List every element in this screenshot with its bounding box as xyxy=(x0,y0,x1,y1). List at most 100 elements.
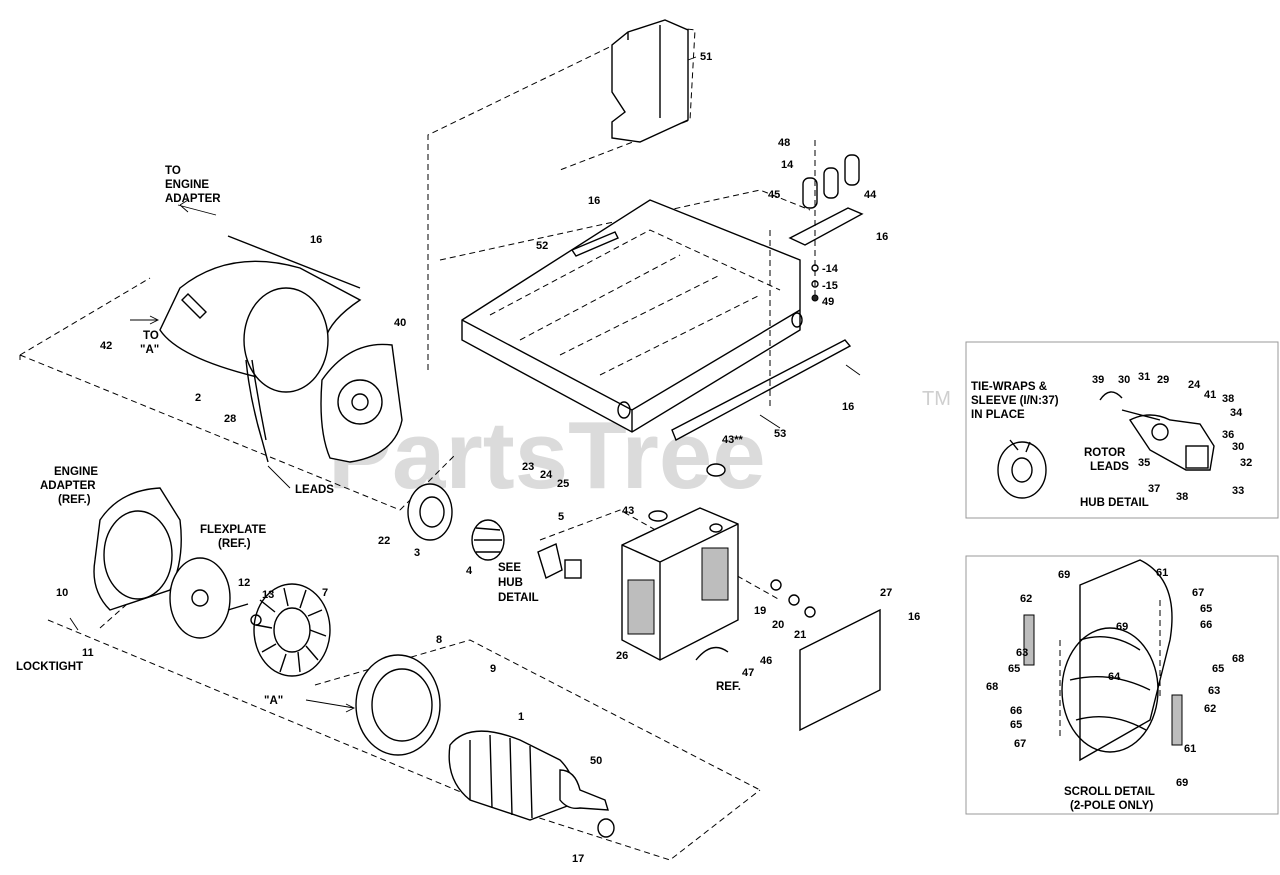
label-16c: 16 xyxy=(310,234,322,246)
svg-text:24: 24 xyxy=(1188,379,1201,391)
part-7-fan xyxy=(253,583,331,677)
label-19: 19 xyxy=(754,605,766,617)
callout-flexplate-ref: FLEXPLATE (REF.) xyxy=(200,524,267,550)
svg-text:(2-POLE ONLY): (2-POLE ONLY) xyxy=(1070,800,1153,812)
svg-text:67: 67 xyxy=(1014,738,1026,750)
callout-a-marker: "A" xyxy=(264,695,283,707)
svg-text:38: 38 xyxy=(1222,393,1234,405)
part-43ss-grommet xyxy=(706,463,726,477)
label-7: 7 xyxy=(322,587,328,599)
part-27-panel xyxy=(799,608,881,732)
svg-text:31: 31 xyxy=(1138,371,1150,383)
label-10: 10 xyxy=(56,587,68,599)
part-8-ring-plate xyxy=(355,654,441,756)
label-23: 23 xyxy=(522,461,534,473)
label-3: 3 xyxy=(414,547,420,559)
label-14b: -14 xyxy=(822,263,839,275)
svg-text:30: 30 xyxy=(1232,441,1244,453)
label-20: 20 xyxy=(772,619,784,631)
svg-text:SCROLL DETAIL: SCROLL DETAIL xyxy=(1064,786,1155,798)
svg-text:69: 69 xyxy=(1058,569,1070,581)
svg-text:IN PLACE: IN PLACE xyxy=(971,409,1025,421)
svg-text:62: 62 xyxy=(1020,593,1032,605)
svg-text:"A": "A" xyxy=(140,344,159,356)
label-45: 45 xyxy=(768,189,780,201)
svg-text:ENGINE: ENGINE xyxy=(165,179,209,191)
engine-adapter xyxy=(93,487,182,611)
callout-to-a: TO "A" xyxy=(140,330,159,356)
hub-detail-inset: TIE-WRAPS & SLEEVE (I/N:37) IN PLACE ROT… xyxy=(965,341,1279,519)
svg-text:36: 36 xyxy=(1222,429,1234,441)
callout-locktight: LOCKTIGHT xyxy=(16,661,83,673)
label-43ss: 43** xyxy=(722,434,744,446)
svg-text:65: 65 xyxy=(1008,663,1020,675)
svg-text:29: 29 xyxy=(1157,374,1169,386)
svg-text:SLEEVE (I/N:37): SLEEVE (I/N:37) xyxy=(971,395,1059,407)
svg-text:68: 68 xyxy=(1232,653,1244,665)
svg-text:ENGINE: ENGINE xyxy=(54,466,98,478)
label-16b: 16 xyxy=(876,231,888,243)
svg-text:68: 68 xyxy=(986,681,998,693)
svg-text:(REF.): (REF.) xyxy=(58,494,91,506)
label-11: 11 xyxy=(82,647,94,659)
svg-text:TO: TO xyxy=(143,330,159,342)
label-51: 51 xyxy=(700,51,712,63)
main-frame xyxy=(461,199,801,433)
part-3-hub-ring xyxy=(407,483,453,541)
svg-text:66: 66 xyxy=(1200,619,1212,631)
label-24: 24 xyxy=(540,469,553,481)
label-12: 12 xyxy=(238,577,250,589)
part-53-strip xyxy=(671,339,852,441)
callout-engine-adapter-ref: ENGINE ADAPTER (REF.) xyxy=(40,466,98,506)
part-45-capacitor-2 xyxy=(823,167,839,199)
label-21: 21 xyxy=(794,629,806,641)
part-40-end-bracket xyxy=(320,343,403,463)
label-47: 47 xyxy=(742,667,754,679)
svg-text:FLEXPLATE: FLEXPLATE xyxy=(200,524,267,536)
label-46: 46 xyxy=(760,655,772,667)
part-number-labels: 51 48 14 45 44 16 16 52 -14 -15 49 16 42… xyxy=(56,51,920,865)
label-50: 50 xyxy=(590,755,602,767)
label-5: 5 xyxy=(558,511,564,523)
svg-text:30: 30 xyxy=(1118,374,1130,386)
svg-text:TIE-WRAPS &: TIE-WRAPS & xyxy=(971,381,1047,393)
part-44-bracket xyxy=(788,207,864,246)
svg-text:ADAPTER: ADAPTER xyxy=(40,480,96,492)
label-26: 26 xyxy=(616,650,628,662)
callout-leads: LEADS xyxy=(295,484,334,496)
label-16a: 16 xyxy=(588,195,600,207)
svg-text:67: 67 xyxy=(1192,587,1204,599)
svg-text:38: 38 xyxy=(1176,491,1188,503)
part-51-bracket xyxy=(611,19,689,143)
label-15: -15 xyxy=(822,280,838,292)
assembly-outline-main xyxy=(19,24,761,861)
svg-text:69: 69 xyxy=(1116,621,1128,633)
svg-text:62: 62 xyxy=(1204,703,1216,715)
label-16d: 16 xyxy=(842,401,854,413)
svg-text:(REF.): (REF.) xyxy=(218,538,251,550)
part-45-capacitor-3 xyxy=(844,154,860,186)
leader-lines xyxy=(69,56,861,713)
label-22: 22 xyxy=(378,535,390,547)
scroll-detail-inset: SCROLL DETAIL (2-POLE ONLY) 69 61 62 67 … xyxy=(965,555,1279,815)
svg-text:63: 63 xyxy=(1016,647,1028,659)
label-53: 53 xyxy=(774,428,786,440)
part-17-bearing xyxy=(597,818,615,838)
part-52-clip xyxy=(570,231,619,257)
svg-text:SEE: SEE xyxy=(498,562,521,574)
svg-text:LEADS: LEADS xyxy=(1090,461,1129,473)
part-50-rotor-hub xyxy=(559,769,609,811)
label-40: 40 xyxy=(394,317,406,329)
part-43-grommet xyxy=(648,510,668,522)
svg-text:41: 41 xyxy=(1204,389,1216,401)
svg-text:32: 32 xyxy=(1240,457,1252,469)
callout-ref: REF. xyxy=(716,681,741,693)
watermark-trademark: TM xyxy=(922,388,951,410)
svg-text:65: 65 xyxy=(1010,719,1022,731)
label-42: 42 xyxy=(100,340,112,352)
label-13: 13 xyxy=(262,589,274,601)
svg-text:64: 64 xyxy=(1108,671,1121,683)
svg-text:ROTOR: ROTOR xyxy=(1084,447,1126,459)
label-49: 49 xyxy=(822,296,834,308)
svg-text:37: 37 xyxy=(1148,483,1160,495)
